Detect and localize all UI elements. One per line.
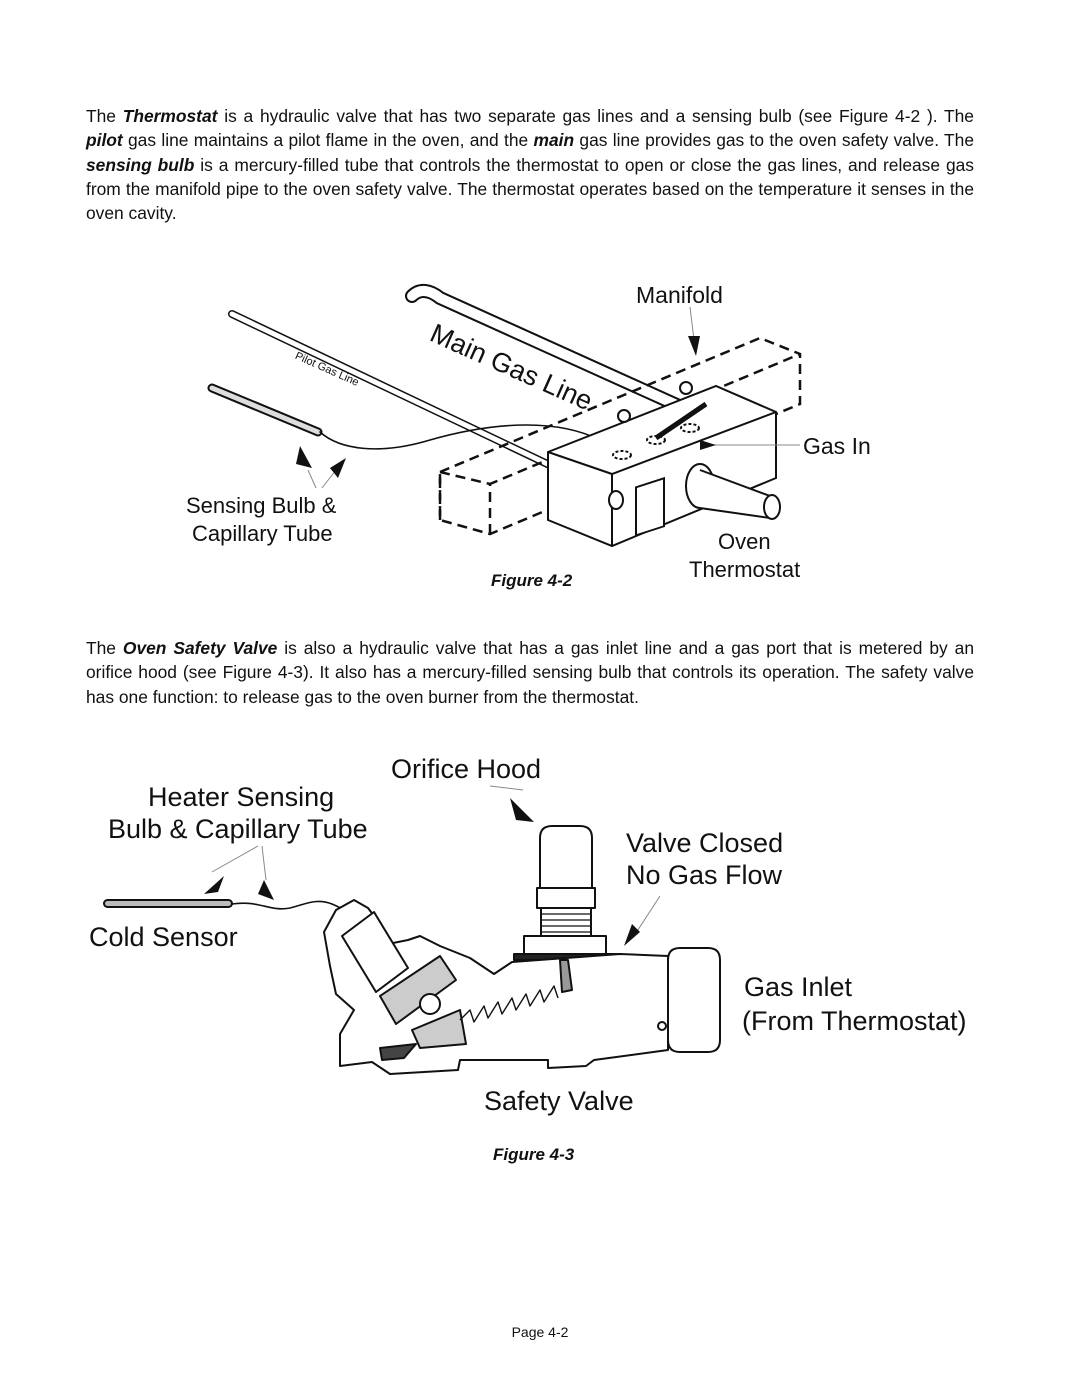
label-gas-inlet: Gas Inlet — [744, 972, 853, 1002]
paragraph-oven-safety-valve: The Oven Safety Valve is also a hydrauli… — [86, 638, 974, 707]
page-number: Page 4-2 — [511, 1324, 569, 1340]
safety-valve-body — [323, 899, 669, 1075]
oven-thermostat-body — [547, 381, 781, 548]
label-thermostat: Thermostat — [689, 557, 801, 582]
label-no-gas-flow: No Gas Flow — [626, 860, 783, 890]
cold-sensor-bulb — [103, 899, 233, 908]
term-thermostat: Thermostat — [122, 106, 218, 126]
label-gas-in: Gas In — [803, 433, 871, 459]
label-orifice-hood: Orifice Hood — [391, 754, 542, 784]
label-valve-closed: Valve Closed — [626, 828, 784, 858]
capillary-tube — [319, 424, 601, 450]
figure-4-2-caption: Figure 4-2 — [491, 571, 573, 590]
label-safety-valve: Safety Valve — [484, 1086, 634, 1116]
term-pilot: pilot — [86, 130, 123, 151]
term-main: main — [533, 130, 575, 151]
label-capillary-tube: Capillary Tube — [192, 521, 333, 546]
label-from-thermostat: (From Thermostat) — [742, 1006, 967, 1036]
term-sensing-bulb: sensing bulb — [86, 154, 195, 175]
label-heater-sensing: Heater Sensing — [148, 782, 335, 812]
leader-arrowheads — [204, 336, 716, 946]
term-oven-safety-valve: Oven Safety Valve — [122, 638, 278, 658]
label-cold-sensor: Cold Sensor — [89, 922, 238, 952]
figure-4-3-caption: Figure 4-3 — [493, 1145, 575, 1164]
gas-inlet-fitting — [667, 947, 721, 1053]
label-oven: Oven — [718, 529, 771, 554]
spring — [459, 985, 559, 1023]
paragraph-thermostat: The Thermostat is a hydraulic valve that… — [86, 106, 975, 224]
label-sensing-bulb: Sensing Bulb & — [186, 493, 337, 518]
label-manifold: Manifold — [636, 282, 723, 308]
label-bulb-capillary: Bulb & Capillary Tube — [108, 814, 368, 844]
orifice-hood — [523, 825, 607, 955]
